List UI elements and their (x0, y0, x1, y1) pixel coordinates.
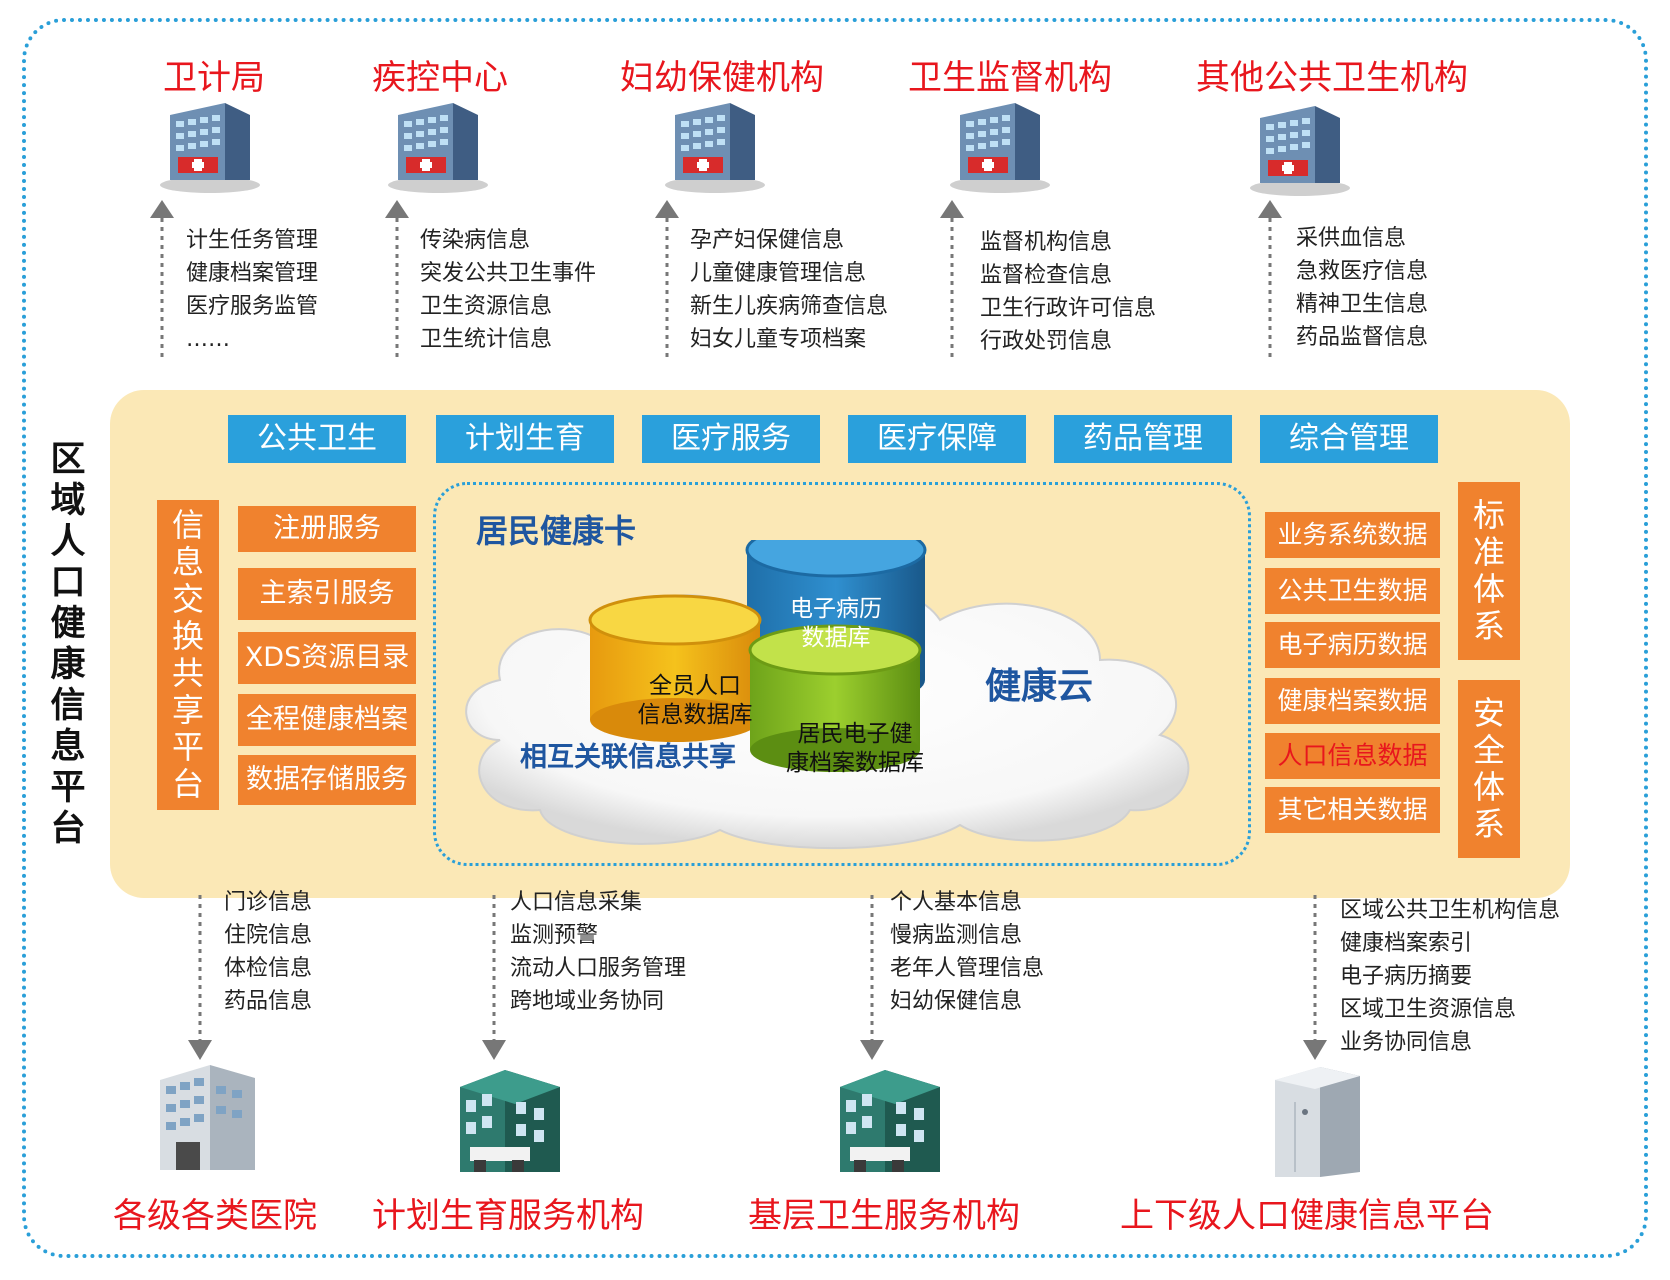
health-record-database-label: 居民电子健 康档案数据库 (786, 721, 924, 776)
data-item: 健康档案数据 (1265, 678, 1440, 724)
topic-drug-management: 药品管理 (1054, 415, 1232, 463)
info-list: 采供血信息 急救医疗信息 精神卫生信息 药品监督信息 (1296, 226, 1429, 350)
info-list: 计生任务管理 健康档案管理 医疗服务监管 …… (186, 228, 319, 352)
topic-medical-service: 医疗服务 (642, 415, 820, 463)
data-item: 其它相关数据 (1265, 787, 1440, 833)
info-list: 传染病信息 突发公共卫生事件 卫生资源信息 卫生统计信息 (420, 228, 597, 352)
platform-title: 区 域 人 口 健 康 信 息 平 台 (50, 440, 86, 849)
topic-public-health: 公共卫生 (228, 415, 406, 463)
hospital-building-icon (950, 103, 1050, 193)
down-arrow (188, 895, 212, 1060)
outer-border (22, 18, 1648, 1258)
down-arrow (482, 895, 506, 1060)
health-cloud-icon (465, 540, 1190, 850)
top-institution-title: 卫生监督机构 (908, 58, 1112, 98)
service-lifelong-record: 全程健康档案 (238, 694, 416, 746)
service-data-storage: 数据存储服务 (238, 755, 416, 805)
topic-general-management: 综合管理 (1260, 415, 1438, 463)
up-arrow (385, 200, 409, 360)
exchange-platform-title: 信 息 交 换 共 享 平 台 (157, 500, 219, 810)
topic-family-planning: 计划生育 (436, 415, 614, 463)
up-arrow (940, 200, 964, 360)
service-building-icon (840, 1070, 940, 1172)
service-building-icon (460, 1070, 560, 1172)
bottom-institution-title: 各级各类医院 (113, 1196, 317, 1236)
hospital-building-icon (665, 103, 765, 193)
data-item: 业务系统数据 (1265, 512, 1440, 558)
up-arrow (1258, 200, 1282, 360)
service-xds-directory: XDS资源目录 (238, 632, 416, 684)
topic-medical-insurance: 医疗保障 (848, 415, 1026, 463)
up-arrow (655, 200, 679, 360)
down-arrow (860, 895, 884, 1060)
down-arrow (1303, 895, 1327, 1060)
top-institution-title: 妇幼保健机构 (620, 58, 824, 98)
info-list: 孕产妇保健信息 儿童健康管理信息 新生儿疾病筛查信息 妇女儿童专项档案 (690, 228, 889, 352)
standard-system-box: 标 准 体 系 (1458, 482, 1520, 660)
top-institution-title: 卫计局 (163, 58, 265, 98)
server-icon (1275, 1067, 1360, 1177)
hospital-building-icon (160, 103, 260, 193)
up-arrow (150, 200, 174, 360)
emr-database-label: 电子病历 数据库 (790, 596, 882, 651)
population-database-label: 全员人口 信息数据库 (637, 673, 753, 728)
info-list: 门诊信息 住院信息 体检信息 药品信息 (224, 890, 313, 1014)
info-list: 区域公共卫生机构信息 健康档案索引 电子病历摘要 区域卫生资源信息 业务协同信息 (1340, 898, 1561, 1055)
bottom-institution-title: 上下级人口健康信息平台 (1120, 1196, 1494, 1236)
info-list: 监督机构信息 监督检查信息 卫生行政许可信息 行政处罚信息 (980, 230, 1157, 354)
service-master-index: 主索引服务 (238, 568, 416, 620)
data-item: 公共卫生数据 (1265, 568, 1440, 614)
info-sharing-label: 相互关联信息共享 (520, 742, 736, 773)
top-institution-title: 疾控中心 (372, 58, 508, 98)
hospital-building-icon (160, 1065, 255, 1170)
data-item: 电子病历数据 (1265, 622, 1440, 668)
health-cloud-label: 健康云 (985, 666, 1094, 707)
info-list: 人口信息采集 监测预警 流动人口服务管理 跨地域业务协同 (510, 890, 687, 1014)
info-list: 个人基本信息 慢病监测信息 老年人管理信息 妇幼保健信息 (890, 890, 1045, 1014)
data-item-highlight: 人口信息数据 (1265, 733, 1440, 779)
resident-health-card-label: 居民健康卡 (476, 512, 637, 550)
hospital-building-icon (1250, 106, 1350, 196)
bottom-institution-title: 计划生育服务机构 (372, 1196, 644, 1236)
security-system-box: 安 全 体 系 (1458, 680, 1520, 858)
service-register: 注册服务 (238, 506, 416, 552)
bottom-institution-title: 基层卫生服务机构 (748, 1196, 1020, 1236)
hospital-building-icon (388, 103, 488, 193)
top-institution-title: 其他公共卫生机构 (1196, 58, 1468, 98)
health-cloud-area (433, 482, 1251, 866)
